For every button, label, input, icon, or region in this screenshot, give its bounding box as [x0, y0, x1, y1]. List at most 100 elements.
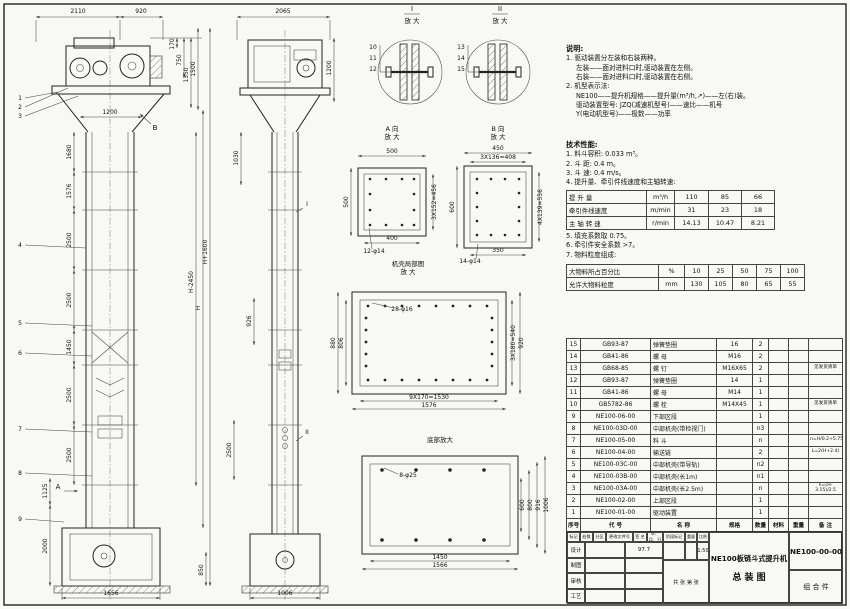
bom-cell-spec: M16 [716, 350, 753, 363]
tech-line: 6. 牵引件安全系数 >7。 [566, 241, 639, 250]
bom-cell-no: 9 [566, 410, 581, 423]
bom-cell-remark [808, 458, 843, 471]
dim-label: 1200 [102, 109, 117, 116]
tech-line: 4. 提升量、牵引件线速度和主轴转速: [566, 178, 676, 187]
note-line: 左装——面对进料口时,驱动装置在左侧。 [576, 63, 697, 72]
note-line: 1. 驱动装置分左装和右装两种。 [566, 54, 661, 63]
bom-cell-remark [808, 410, 843, 423]
bom-cell-name: 中部机壳(带导轨) [650, 458, 717, 471]
bom-cell-no: 3 [566, 482, 581, 495]
bom-cell-qty: 1 [752, 386, 769, 399]
bom-cell-material [768, 506, 789, 519]
bom-cell-name: 中部机壳(带检视门) [650, 422, 717, 435]
tech-performance-block-2: 5. 填充系数取 0.75。 6. 牵引件安全系数 >7。 7. 物料粒度组成: [566, 232, 844, 260]
bom-cell-material [768, 458, 789, 471]
note-line: 右装——面对进料口时,驱动装置在右侧。 [576, 72, 697, 81]
table-row: 大物料所占百分比 % 10 25 50 75 100 [566, 264, 805, 278]
bom-cell-weight [788, 434, 809, 447]
dim-label: 1576 [421, 402, 436, 409]
size-row-unit: mm [658, 277, 685, 291]
boot-detail-title: 底部放大 [427, 435, 454, 444]
balloon-9: 9 [18, 516, 22, 523]
sign-role-draft: 制图 [567, 557, 585, 573]
bom-cell-name: 螺 母 [650, 386, 717, 399]
bom-header-name: 名 称 [650, 518, 717, 532]
speed-value: 10.47 [708, 216, 742, 230]
bom-cell-code: GB41-86 [580, 350, 651, 363]
table-row: 允许大物料粒度 mm 130 105 80 65 55 [566, 277, 805, 291]
view-arrow-a-label: A [56, 483, 61, 491]
size-value: 25 [708, 264, 733, 278]
bom-cell-code: NE100-01-00 [580, 506, 651, 519]
bom-cell-qty: 2 [752, 338, 769, 351]
sign-date-design: 97.7 [625, 542, 663, 558]
assembly-kind: 组 合 件 [789, 570, 843, 604]
balloon-6: 6 [18, 350, 22, 357]
notes-title: 说明: [566, 44, 584, 53]
bom-cell-spec: M14 [716, 386, 753, 399]
dim-label: 920 [518, 337, 525, 349]
dim-label: 2500 [66, 387, 73, 402]
bom-cell-no: 6 [566, 446, 581, 459]
bom-cell-spec [716, 446, 753, 459]
sign-role-design: 设计 [567, 542, 585, 558]
balloon-8: 8 [18, 470, 22, 477]
bom-header-code: 代 号 [580, 518, 651, 532]
bom-cell-qty: 1 [752, 374, 769, 387]
shell-detail-view: 机壳局部图 放 大 [351, 259, 507, 395]
product-name-cell: NE100板链斗式提升机 总 装 图 [709, 532, 789, 604]
bom-cell-remark [808, 374, 843, 387]
detail-b-subtitle: 放 大 [490, 132, 506, 141]
bom-cell-material [768, 422, 789, 435]
dim-label: 800 [527, 499, 534, 511]
rev-col-zone: 分区 [593, 532, 606, 542]
speed-value: 110 [674, 190, 709, 204]
table-row: 主 轴 转 速 r/min 14.13 10.47 8.21 [566, 216, 775, 230]
tech-line: 2. 斗 距: 0.4 m。 [566, 159, 620, 168]
dim-label: 880 [330, 337, 337, 349]
dim-label: 500 [343, 196, 350, 208]
scale-label: 比例 [697, 532, 709, 542]
bom-cell-weight [788, 350, 809, 363]
bom-header-no: 序号 [566, 518, 581, 532]
sign-name-process [585, 588, 625, 604]
shell-detail-subtitle: 放 大 [400, 267, 416, 276]
bom-cell-weight [788, 386, 809, 399]
dim-label: 2065 [275, 8, 290, 15]
speed-value: 66 [741, 190, 775, 204]
bom-cell-no: 12 [566, 374, 581, 387]
dimension-lines [35, 15, 547, 600]
dim-label: 926 [246, 315, 253, 327]
bom-cell-qty: 1 [752, 398, 769, 411]
granularity-table: 大物料所占百分比 % 10 25 50 75 100 允许大物料粒度 mm 13… [566, 264, 805, 291]
speed-row-label: 牵引件线速度 [566, 203, 647, 217]
bom-cell-name: 上部区段 [650, 494, 717, 507]
rev-col-count: 处数 [580, 532, 593, 542]
bom-cell-no: 1 [566, 506, 581, 519]
tech-line: 3. 斗 速: 0.4 m/s。 [566, 168, 626, 177]
balloon-3: 3 [18, 113, 22, 120]
bom-header-material: 材料 [768, 518, 789, 532]
note-line: 2. 机型表示法: [566, 82, 610, 91]
section-ii-label: II [498, 5, 502, 13]
bom-cell-code: NE100-02-00 [580, 494, 651, 507]
bom-cell-no: 14 [566, 350, 581, 363]
bom-cell-spec [716, 410, 753, 423]
bom-cell-qty: 1 [752, 494, 769, 507]
bom-cell-qty: n1 [752, 470, 769, 483]
bom-cell-no: 10 [566, 398, 581, 411]
bom-cell-no: 15 [566, 338, 581, 351]
dim-label: 2000 [42, 538, 49, 553]
bom-cell-spec [716, 422, 753, 435]
dim-label: 806 [338, 337, 345, 349]
dimension-labels: 2110 920 170 750 1350 1500 1200 1680 157… [42, 8, 550, 597]
section-mark-ii: II [305, 429, 309, 436]
